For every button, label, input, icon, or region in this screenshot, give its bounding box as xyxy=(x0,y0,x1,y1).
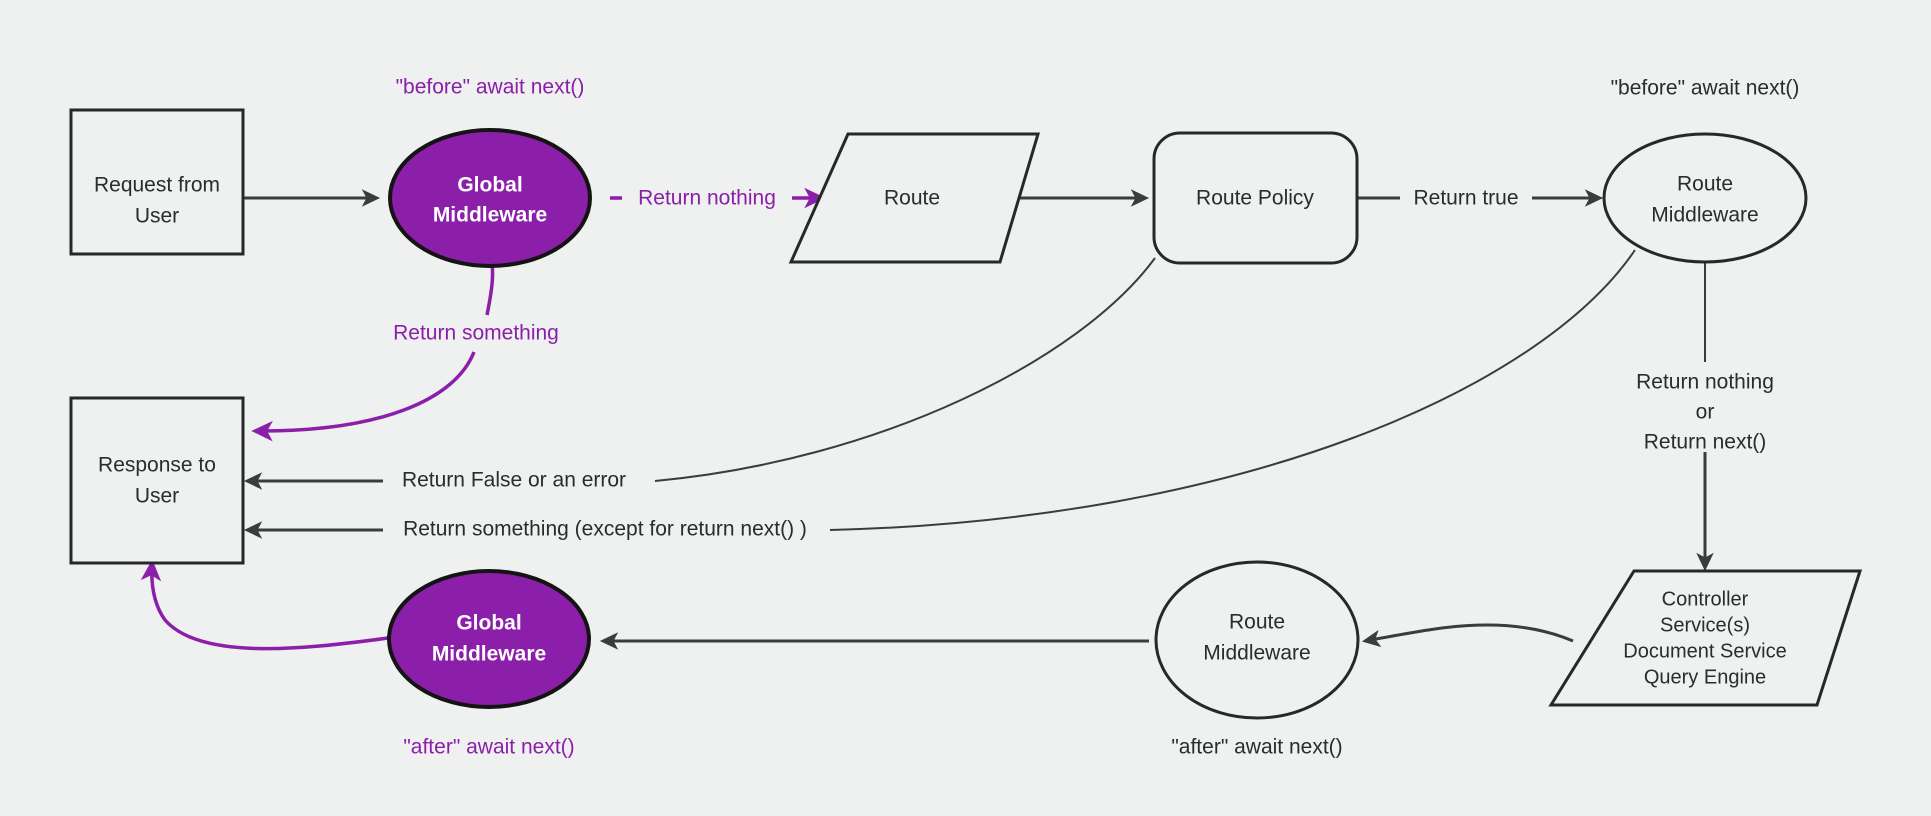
route-policy-label: Route Policy xyxy=(1196,187,1314,210)
node-controller-services[interactable]: Controller Service(s) Document Service Q… xyxy=(1548,569,1863,707)
edge-controller-to-rmw-after xyxy=(1361,623,1574,648)
return-false-or-error-text: Return False or an error xyxy=(402,469,626,492)
return-nothing-text: Return nothing xyxy=(638,187,776,210)
global-middleware-before-shape xyxy=(388,128,592,268)
global-middleware-after-label-line2: Middleware xyxy=(432,643,546,666)
response-label-line2: User xyxy=(135,485,179,508)
return-nothing-or-next-line2: or xyxy=(1696,401,1715,424)
return-true-text: Return true xyxy=(1413,187,1518,210)
annotation-after-route-middleware: "after" await next() xyxy=(1171,736,1342,759)
return-nothing-or-next-line1: Return nothing xyxy=(1636,371,1774,394)
return-something-text: Return something xyxy=(393,322,559,345)
route-middleware-before-shape xyxy=(1602,132,1808,264)
edge-rmw-to-response-curve xyxy=(829,249,1636,531)
route-label: Route xyxy=(884,187,940,210)
route-middleware-after-shape xyxy=(1154,560,1360,720)
request-box-shape xyxy=(69,108,245,256)
global-middleware-before-label-line1: Global xyxy=(457,174,522,197)
edge-gmw-after-to-response xyxy=(140,559,389,651)
controller-label-line3: Document Service xyxy=(1623,640,1786,662)
response-label-line1: Response to xyxy=(98,454,216,477)
node-route-middleware-before[interactable]: Route Middleware xyxy=(1602,132,1808,264)
edge-label-return-nothing: Return nothing xyxy=(622,185,792,212)
annotation-before-route-middleware: "before" await next() xyxy=(1611,77,1800,100)
route-shape xyxy=(788,132,1041,264)
annotation-after-global-middleware: "after" await next() xyxy=(403,736,574,759)
edge-gmw-to-response xyxy=(251,351,476,442)
edge-label-return-something-except-next: Return something (except for return next… xyxy=(383,517,827,544)
controller-label-line2: Service(s) xyxy=(1660,614,1750,636)
edge-label-return-true: Return true xyxy=(1400,185,1532,212)
request-label-line2: User xyxy=(135,205,179,228)
request-label-line1: Request from xyxy=(94,174,220,197)
controller-label-line4: Query Engine xyxy=(1644,666,1766,688)
node-global-middleware-after[interactable]: Global Middleware xyxy=(387,569,591,709)
edge-label-return-something: Return something xyxy=(380,320,592,347)
route-middleware-before-label-line1: Route xyxy=(1677,173,1733,196)
annotation-before-global-middleware: "before" await next() xyxy=(396,76,585,99)
node-response-to-user[interactable]: Response to User xyxy=(69,396,245,565)
node-global-middleware-before[interactable]: Global Middleware xyxy=(388,128,592,268)
global-middleware-after-label-line1: Global xyxy=(456,612,521,635)
edge-label-return-nothing-or-next: Return nothing or Return next() xyxy=(1619,365,1791,454)
node-route-policy[interactable]: Route Policy xyxy=(1152,131,1359,265)
route-middleware-before-label-line2: Middleware xyxy=(1651,204,1758,227)
node-route[interactable]: Route xyxy=(788,132,1041,264)
response-box-shape xyxy=(69,396,245,565)
controller-label-line1: Controller xyxy=(1662,588,1749,610)
route-middleware-after-label-line2: Middleware xyxy=(1203,642,1310,665)
edge-policy-to-response-curve xyxy=(654,257,1156,482)
route-middleware-after-label-line1: Route xyxy=(1229,611,1285,634)
global-middleware-after-shape xyxy=(387,569,591,709)
return-something-except-next-text: Return something (except for return next… xyxy=(403,518,807,541)
node-request-from-user[interactable]: Request from User xyxy=(69,108,245,256)
global-middleware-before-label-line2: Middleware xyxy=(433,204,547,227)
route-policy-shape xyxy=(1152,131,1359,265)
controller-shape xyxy=(1548,569,1863,707)
edge-label-return-false-or-error: Return False or an error xyxy=(383,468,645,495)
return-nothing-or-next-line3: Return next() xyxy=(1644,431,1767,454)
node-route-middleware-after[interactable]: Route Middleware xyxy=(1154,560,1360,720)
